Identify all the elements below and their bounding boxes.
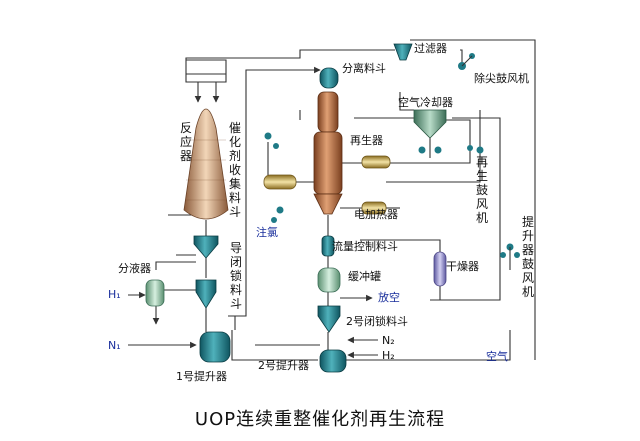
label-vent: 放空	[378, 290, 400, 304]
heater-left	[263, 174, 297, 190]
label-lifter-1: 1号提升器	[176, 370, 227, 383]
lifter2-line	[231, 330, 318, 361]
label-n2: N₂	[382, 334, 395, 347]
label-separation-hopper: 分离料斗	[342, 61, 386, 75]
label-h2: H₂	[382, 349, 395, 362]
cooler-outlet	[430, 117, 501, 301]
labels: 分离料斗 过滤器 除尖鼓风机 空气冷却器 再生器 电加热器 流量控制料斗 缓冲罐…	[108, 42, 534, 383]
label-lifter-2: 2号提升器	[258, 359, 309, 372]
lock-hopper-1	[195, 279, 217, 309]
regenerator	[313, 91, 343, 215]
separator-top-line	[155, 261, 196, 270]
label-filter: 过滤器	[414, 42, 447, 55]
label-flow-control-hopper: 流量控制料斗	[332, 239, 398, 253]
label-dust-blower: 除尖鼓风机	[474, 71, 529, 85]
label-electric-heater: 电加热器	[354, 208, 398, 221]
collection-hopper	[193, 235, 219, 259]
dust-blower	[458, 53, 475, 70]
label-n1: N₁	[108, 339, 121, 352]
separation-hopper	[319, 67, 339, 89]
label-lockhopper-guide: 导闭锁料斗	[230, 241, 242, 311]
lock-hopper-2	[317, 305, 341, 333]
label-lockhopper-2: 2号闭锁料斗	[346, 314, 408, 328]
flow-control-hopper	[321, 235, 335, 257]
reactor	[183, 108, 229, 220]
label-buffer-tank: 缓冲罐	[348, 269, 381, 283]
electric-heater-unit	[361, 201, 387, 215]
label-dryer: 干燥器	[446, 260, 479, 273]
lifter-2	[319, 349, 347, 373]
air-line	[345, 330, 511, 361]
loop-right	[390, 119, 471, 164]
label-regenerator: 再生器	[350, 133, 383, 147]
label-regen-blower: 再生鼓风机	[476, 155, 488, 225]
filter-to-cooler	[399, 92, 414, 111]
regen-blower-line	[386, 110, 481, 183]
air-cooler	[413, 109, 447, 158]
caption: UOP连续重整催化剂再生流程	[195, 409, 445, 430]
dryer-unit	[433, 251, 447, 287]
liquid-separator	[145, 279, 165, 307]
label-collection-hopper: 催化剂收集料斗	[229, 121, 241, 219]
label-chlorine-injection: 注氯	[256, 225, 278, 239]
lifter-1	[199, 331, 231, 363]
injection-markers	[264, 132, 284, 223]
lift-blower	[500, 243, 520, 270]
label-lift-blower: 提升器鼓风机	[522, 214, 534, 299]
reactor-top-frame	[185, 59, 227, 83]
regen-blower	[467, 145, 484, 154]
top-right-frame	[410, 39, 536, 360]
label-air: 空气	[486, 349, 508, 363]
filter	[393, 43, 413, 61]
label-liquid-separator: 分液器	[118, 261, 151, 275]
label-h1: H₁	[108, 288, 121, 301]
lift-line-1	[228, 66, 321, 317]
top-frame	[185, 49, 395, 60]
heater-right	[361, 155, 391, 169]
dryer-top	[360, 239, 441, 252]
buffer-tank-unit	[317, 267, 341, 293]
label-reactor: 反应器	[180, 121, 192, 163]
label-air-cooler: 空气冷却器	[398, 95, 453, 109]
